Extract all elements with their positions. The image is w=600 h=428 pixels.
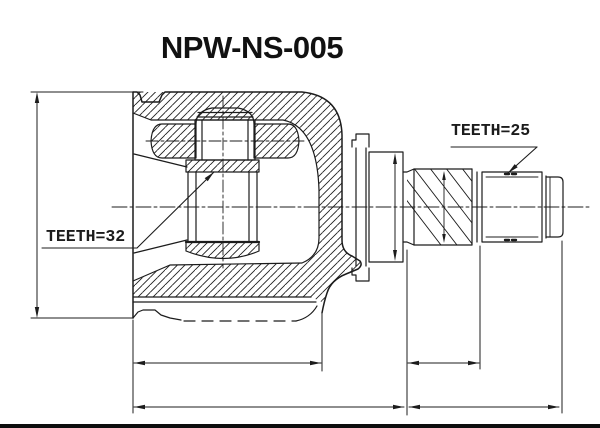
tripod-bearing <box>145 107 305 161</box>
label-teeth-32: TEETH=32 <box>46 227 125 246</box>
bore-cone-line-bottom <box>133 239 188 254</box>
label-teeth-25-leader <box>450 146 538 174</box>
spline-bore <box>184 95 261 269</box>
shaft-spline-section <box>402 168 478 246</box>
dimension-housing-diameter <box>30 91 144 319</box>
bore-top-hatch <box>185 159 260 173</box>
bore-bottom-cup <box>185 241 260 260</box>
page-title: NPW-NS-005 <box>161 30 343 65</box>
hub-body <box>194 119 256 161</box>
dimension-housing-length <box>133 360 322 366</box>
dimension-spline-length <box>407 360 480 366</box>
housing-top-wall-hatch <box>133 92 342 190</box>
bore-cone-line-top <box>133 153 188 168</box>
collar-body <box>368 151 404 263</box>
shaft-thread-section <box>481 171 564 243</box>
housing-bottom-wall-hatch <box>133 190 362 303</box>
dimension-lines-bottom <box>132 240 563 416</box>
boot-profile <box>132 305 318 322</box>
boot-collar <box>351 133 404 282</box>
housing-section <box>132 91 362 322</box>
label-teeth-25: TEETH=25 <box>451 121 530 140</box>
dimension-collar-diameter <box>393 153 397 261</box>
label-teeth-32-leader <box>41 171 215 249</box>
dimension-shaft-length <box>408 404 560 410</box>
collar-bottom-tab <box>351 267 370 282</box>
shaft-end-cap <box>545 176 564 238</box>
spline-helix-lines <box>407 169 472 245</box>
collar-top-tab <box>351 133 370 148</box>
dimension-overall-left <box>133 404 405 410</box>
footer-bar <box>0 424 600 428</box>
